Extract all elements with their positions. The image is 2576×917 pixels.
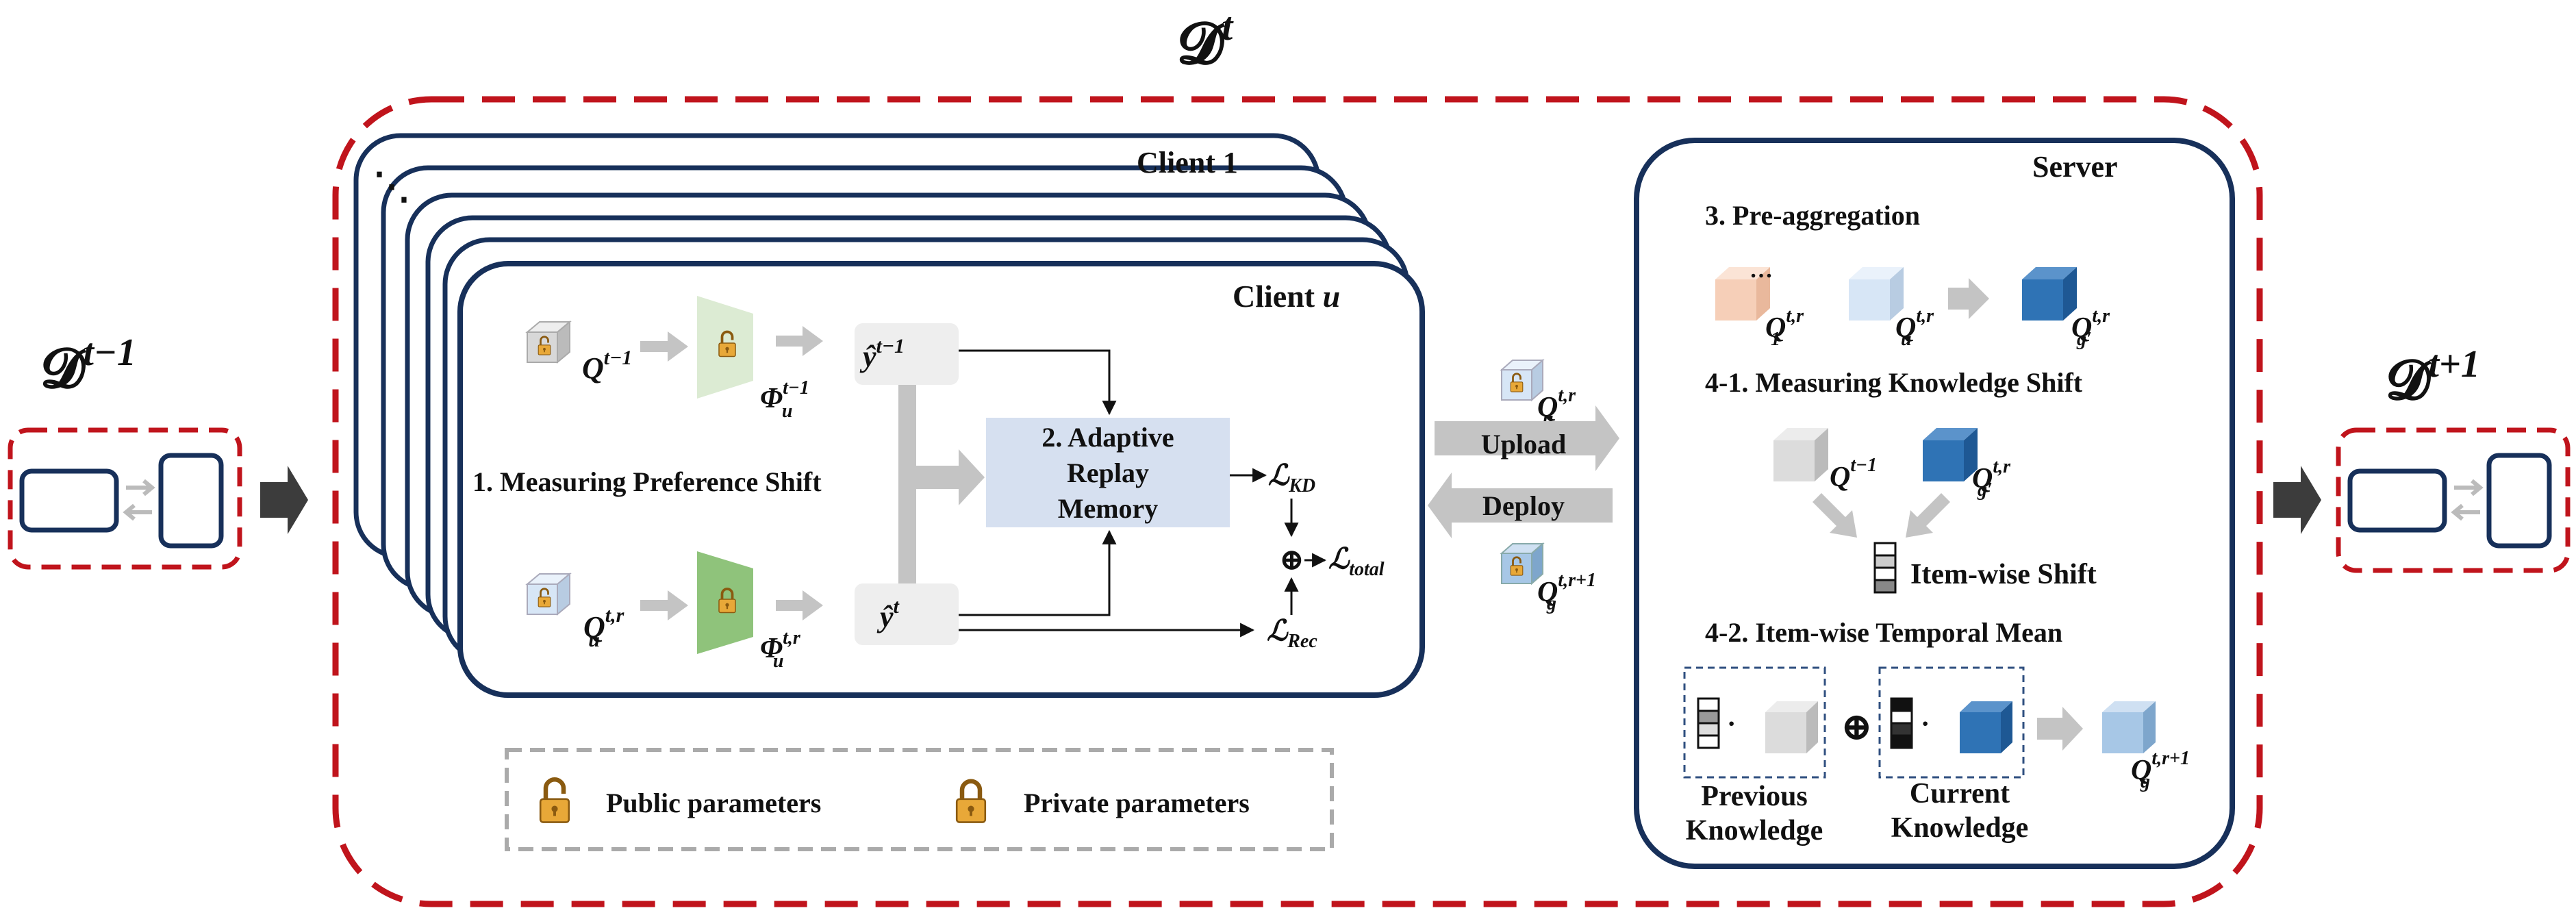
previous-weight-vector-icon — [1697, 697, 1720, 749]
server-q-prev-label: Qt−1 — [1830, 455, 1877, 493]
cube-qu — [1849, 267, 1904, 321]
next-domain-label: 𝓓t+1 — [2386, 343, 2480, 411]
cube-q-prev — [1773, 428, 1828, 481]
left-flow-arrow — [260, 466, 308, 534]
arrow-q-to-encoder-prev — [640, 331, 688, 362]
right-flow-arrow — [2273, 466, 2321, 534]
item-shift-label: Item-wise Shift — [1910, 559, 2097, 590]
legend-box — [505, 748, 1334, 851]
upload-label: Upload — [1481, 429, 1567, 460]
previous-exchange-arrow-right — [126, 479, 155, 497]
previous-domain-frame — [8, 427, 242, 570]
client-u-title: Client u — [1233, 279, 1340, 314]
client-1-title: Client 1 — [1137, 146, 1238, 179]
deploy-cube — [1500, 542, 1545, 586]
next-exchange-arrow-right — [2454, 479, 2484, 497]
cube-qg-shift — [1923, 428, 1978, 481]
previous-dot: · — [1727, 708, 1736, 739]
previous-knowledge-frame — [1683, 666, 1826, 779]
loss-rec-label: ℒRec — [1267, 616, 1317, 652]
previous-client-box — [19, 468, 119, 533]
loss-sum-symbol: ⊕ — [1279, 543, 1304, 577]
previous-domain-label: 𝓓t−1 — [41, 331, 136, 399]
output-cube — [2102, 701, 2156, 753]
arrow-y-cur-to-memory — [959, 529, 1117, 616]
step41-label: 4-1. Measuring Knowledge Shift — [1705, 367, 2083, 398]
upload-cube — [1500, 358, 1545, 402]
arrow-encoder-to-y-prev — [776, 326, 823, 356]
cube-ellipsis: … — [1750, 257, 1773, 283]
upload-arrow — [1435, 405, 1619, 471]
y-prev-box — [855, 323, 959, 385]
current-knowledge-line2: Knowledge — [1891, 812, 2029, 844]
previous-knowledge-cube — [1765, 701, 1818, 753]
step3-label: 3. Pre-aggregation — [1705, 200, 1920, 231]
previous-exchange-arrow-left — [123, 503, 152, 521]
aggregation-arrow — [1948, 278, 1989, 319]
preference-shift-connector — [898, 385, 916, 583]
current-domain-label: 𝓓t — [1178, 4, 1234, 76]
replay-memory-box — [986, 418, 1230, 527]
public-item-cube — [525, 320, 572, 364]
temporal-mean-arrow — [2037, 707, 2083, 751]
item-shift-vector-icon — [1873, 542, 1897, 594]
q-prev-label: Qt−1 — [582, 347, 632, 385]
step1-label: 1. Measuring Preference Shift — [472, 466, 822, 497]
arrow-q-to-encoder-cur — [640, 590, 688, 620]
legend-private-label: Private parameters — [1024, 788, 1250, 818]
previous-knowledge-line2: Knowledge — [1686, 815, 1823, 846]
cube-qg — [2022, 267, 2077, 321]
deploy-label: Deploy — [1482, 490, 1565, 521]
deploy-arrow — [1428, 473, 1613, 538]
current-domain-frame — [332, 96, 2263, 907]
current-knowledge-cube — [1960, 701, 2012, 753]
current-knowledge-frame — [1878, 666, 2025, 779]
step2-line3: Memory — [1058, 493, 1159, 524]
cube-q1 — [1715, 267, 1770, 321]
client-stack-ellipsis: ⋱ — [373, 166, 410, 207]
legend-public-label: Public parameters — [606, 788, 821, 818]
current-knowledge-line1: Current — [1910, 778, 2010, 809]
step2-line1: 2. Adaptive — [1041, 422, 1174, 453]
next-domain-frame — [2336, 427, 2571, 573]
next-exchange-arrow-left — [2451, 503, 2480, 521]
next-server-box — [2486, 453, 2552, 549]
server-title: Server — [2032, 150, 2118, 184]
arrow-y-prev-to-memory — [959, 349, 1117, 416]
step42-label: 4-2. Item-wise Temporal Mean — [1705, 617, 2062, 648]
current-dot: · — [1921, 708, 1930, 739]
knowledge-sum-symbol: ⊕ — [1841, 706, 1873, 749]
arrow-encoder-to-y-cur — [776, 590, 823, 620]
shift-arrow-left — [1813, 493, 1857, 538]
y-cur-box — [855, 583, 959, 645]
private-item-cube — [525, 572, 572, 616]
previous-knowledge-line1: Previous — [1701, 781, 1808, 812]
shift-arrow-right — [1906, 493, 1950, 538]
y-cur-label: ŷt — [876, 595, 900, 633]
step2-line2: Replay — [1067, 457, 1149, 488]
previous-server-box — [158, 453, 224, 549]
next-client-box — [2347, 468, 2447, 533]
arrow-to-replay-memory — [916, 449, 985, 505]
y-prev-label: ŷt−1 — [859, 335, 905, 373]
current-weight-vector-icon — [1890, 697, 1913, 749]
loss-kd-label: ℒKD — [1268, 460, 1315, 497]
loss-total-label: ℒtotal — [1328, 544, 1385, 580]
